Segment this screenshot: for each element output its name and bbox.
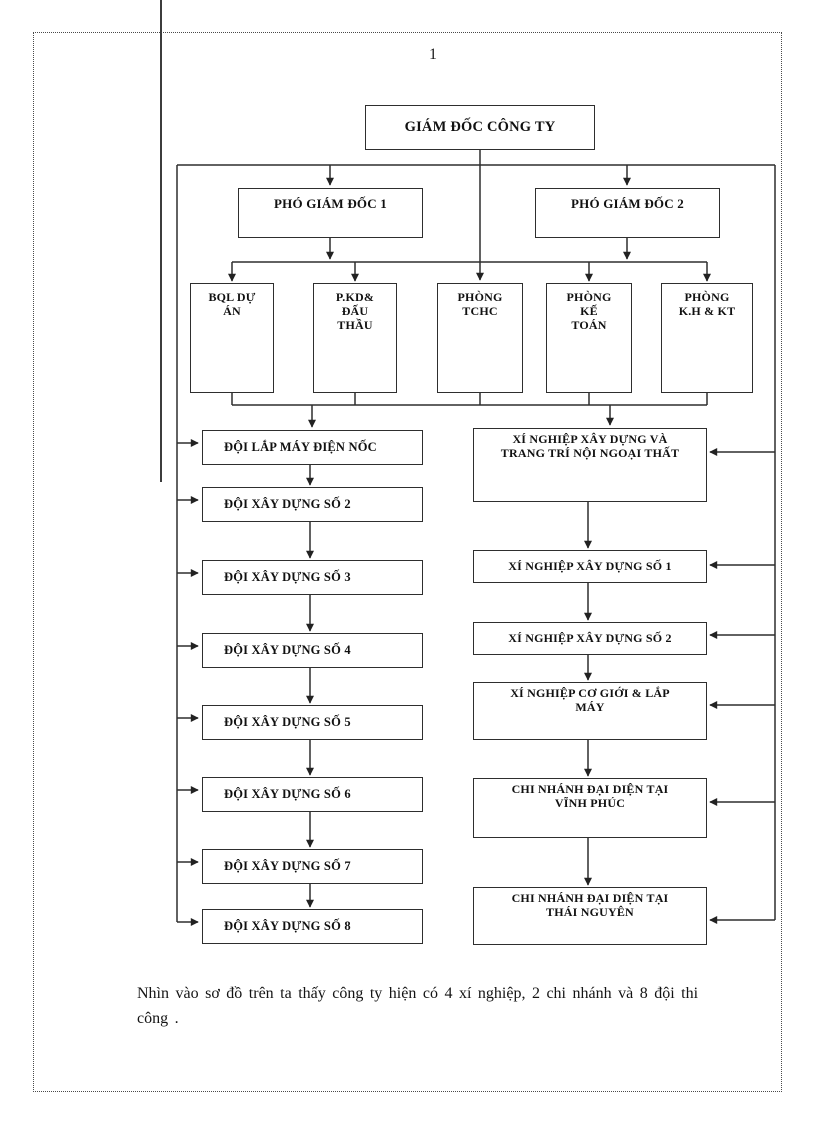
node-deputy-1: PHÓ GIÁM ĐỐC 1 <box>238 188 423 238</box>
node-team-so-5: ĐỘI XÂY DỰNG SỐ 5 <box>202 705 423 740</box>
node-team-so-8: ĐỘI XÂY DỰNG SỐ 8 <box>202 909 423 944</box>
node-dept-ke-toan: PHÒNG KẾ TOÁN <box>546 283 632 393</box>
node-branch-vinh-phuc: CHI NHÁNH ĐẠI DIỆN TẠI VĨNH PHÚC <box>473 778 707 838</box>
node-team-so-3: ĐỘI XÂY DỰNG SỐ 3 <box>202 560 423 595</box>
node-deputy-2: PHÓ GIÁM ĐỐC 2 <box>535 188 720 238</box>
node-team-so-6: ĐỘI XÂY DỰNG SỐ 6 <box>202 777 423 812</box>
node-team-lap-may-dien-noc: ĐỘI LẮP MÁY ĐIỆN NỐC <box>202 430 423 465</box>
node-dept-kh-kt: PHÒNG K.H & KT <box>661 283 753 393</box>
node-team-so-4: ĐỘI XÂY DỰNG SỐ 4 <box>202 633 423 668</box>
department-connectors <box>228 238 711 282</box>
node-team-so-2: ĐỘI XÂY DỰNG SỐ 2 <box>202 487 423 522</box>
page-number: 1 <box>429 46 437 63</box>
node-unit-co-gioi-lap-may: XÍ NGHIỆP CƠ GIỚI & LẮP MÁY <box>473 682 707 740</box>
node-dept-tchc: PHÒNG TCHC <box>437 283 523 393</box>
node-unit-xd-so-1: XÍ NGHIỆP XÂY DỰNG SỐ 1 <box>473 550 707 583</box>
node-dept-kd-dau-thau: P.KD& ĐẤU THẦU <box>313 283 397 393</box>
node-director: GIÁM ĐỐC CÔNG TY <box>365 105 595 150</box>
node-unit-xd-so-2: XÍ NGHIỆP XÂY DỰNG SỐ 2 <box>473 622 707 655</box>
stray-vertical-line <box>160 0 162 482</box>
summary-paragraph: Nhìn vào sơ đồ trên ta thấy công ty hiện… <box>137 985 699 1027</box>
node-dept-bql-du-an: BQL DỰ ÁN <box>190 283 274 393</box>
node-branch-thai-nguyen: CHI NHÁNH ĐẠI DIỆN TẠI THÁI NGUYÊN <box>473 887 707 945</box>
node-team-so-7: ĐỘI XÂY DỰNG SỐ 7 <box>202 849 423 884</box>
node-unit-trang-tri: XÍ NGHIỆP XÂY DỰNG VÀ TRANG TRÍ NỘI NGOẠ… <box>473 428 707 502</box>
gathering-connectors <box>231 393 708 428</box>
